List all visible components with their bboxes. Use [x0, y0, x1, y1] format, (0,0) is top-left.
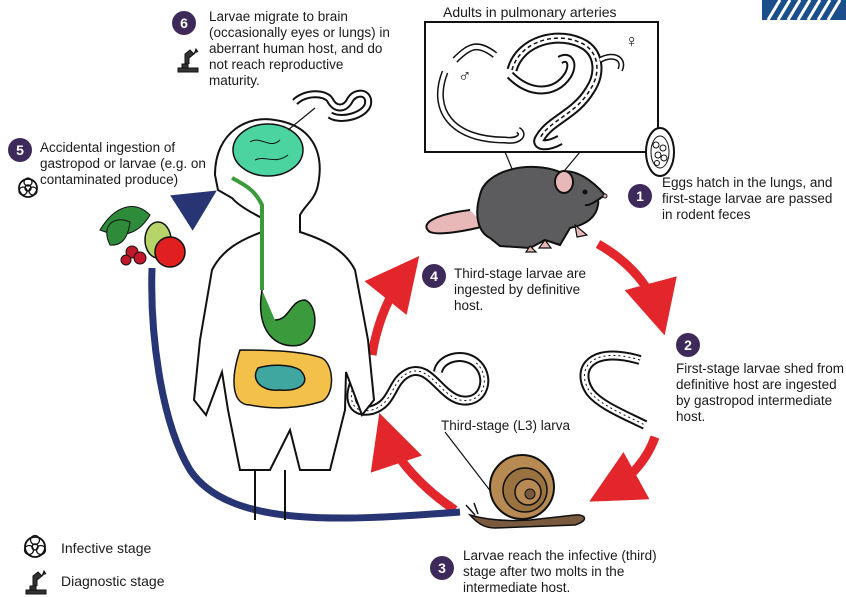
- step-5-text: Accidental ingestion of gastropod or lar…: [40, 140, 220, 188]
- step-3-text: Larvae reach the infective (third) stage…: [463, 548, 673, 596]
- legend-biohazard-icon: [25, 536, 46, 558]
- step-5-badge: 5: [8, 138, 32, 162]
- human-body-illustration: [194, 119, 374, 520]
- produce-illustration: [100, 207, 185, 267]
- step-2-badge: 2: [676, 333, 700, 357]
- brain-pointer-line: [288, 108, 315, 130]
- legend-diagnostic-label: Diagnostic stage: [61, 573, 165, 589]
- step-4-badge: 4: [422, 264, 446, 288]
- legend-microscope-icon: [26, 571, 46, 594]
- step-6-text: Larvae migrate to brain (occasionally ey…: [209, 9, 394, 89]
- egg-illustration: [646, 128, 674, 176]
- first-stage-larva: [584, 355, 645, 425]
- female-symbol: ♀: [625, 33, 639, 49]
- adults-title: Adults in pulmonary arteries: [443, 4, 617, 20]
- l3-larva-label: Third-stage (L3) larva: [441, 418, 570, 434]
- legend-infective-label: Infective stage: [61, 540, 151, 556]
- cdc-logo-fragment: [762, 0, 846, 20]
- brain-larva: [295, 94, 368, 118]
- microscope-icon: [178, 49, 198, 72]
- step-3-badge: 3: [430, 556, 454, 580]
- male-symbol: ♂: [458, 68, 472, 84]
- step-1-text: Eggs hatch in the lungs, and first-stage…: [662, 175, 837, 223]
- step-4-text: Third-stage larvae are ingested by defin…: [454, 266, 604, 314]
- rat-illustration: [426, 167, 607, 252]
- step-2-text: First-stage larvae shed from definitive …: [676, 361, 846, 425]
- step-1-badge: 1: [628, 184, 652, 208]
- snail-illustration: [466, 455, 584, 528]
- step-6-badge: 6: [172, 11, 196, 35]
- biohazard-icon: [19, 178, 37, 197]
